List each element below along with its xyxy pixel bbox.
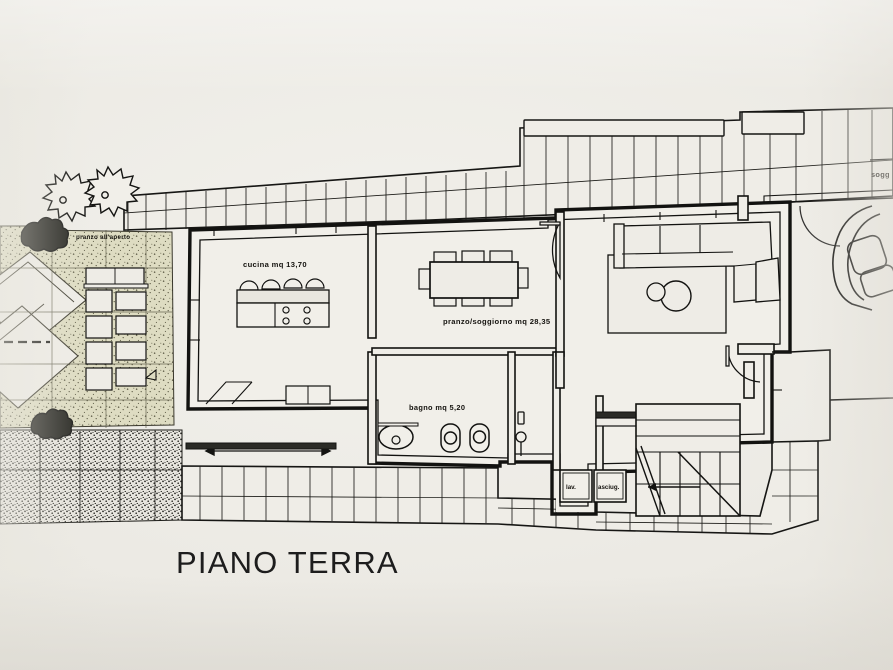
room-label-outdoor-dining: pranzo all'aperto xyxy=(76,234,131,241)
page-title: PIANO TERRA xyxy=(176,545,399,580)
room-label-kitchen: cucina mq 13,70 xyxy=(243,260,307,269)
lower-pavement-hedge xyxy=(0,429,183,525)
room-label-living-cut: sogg xyxy=(871,170,890,179)
appliance-label-washer: lav. xyxy=(566,484,576,491)
appliance-label-dryer: asciug. xyxy=(598,484,620,491)
outdoor-dining-set xyxy=(83,267,157,391)
entry-threshold xyxy=(185,442,337,450)
staircase xyxy=(635,403,741,517)
room-label-bathroom: bagno mq 5,20 xyxy=(409,403,466,412)
shrub-icon xyxy=(20,216,70,252)
room-label-living-dining: pranzo/soggiorno mq 28,35 xyxy=(443,317,551,326)
dining-table-set xyxy=(418,250,529,307)
parked-car xyxy=(832,205,893,311)
